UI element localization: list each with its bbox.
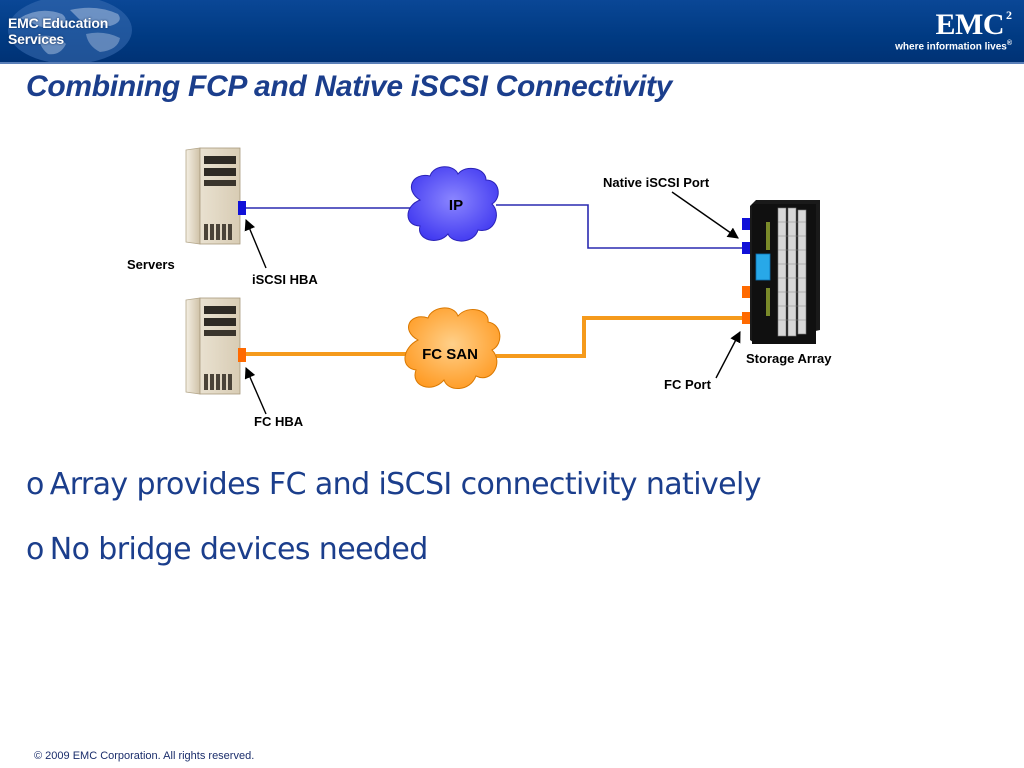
native-iscsi-port-2 (742, 242, 750, 254)
globe-icon (8, 0, 132, 62)
fc-port-label: FC Port (664, 377, 711, 392)
iscsi-link-line-to-array (496, 204, 742, 249)
edu-logo-text: EMC Education Services (8, 15, 109, 47)
native-iscsi-port-arrow (671, 191, 739, 239)
header-divider (0, 62, 1024, 64)
fc-port-arrow (715, 331, 741, 379)
fc-hba-port (238, 348, 246, 362)
fc-san-cloud (404, 307, 501, 389)
iscsi-hba-arrow (244, 218, 267, 269)
emc-logo-wordmark: EMC (935, 8, 1005, 41)
copyright-footer: © 2009 EMC Corporation. All rights reser… (34, 750, 255, 762)
ip-cloud-label: IP (448, 197, 464, 214)
bullet-marker: o (26, 532, 44, 567)
header-banner: EMC Education Services EMC 2 where infor… (0, 0, 1024, 62)
emc-tagline: where information lives® (895, 40, 1012, 52)
servers-label: Servers (127, 257, 175, 272)
fc-port-2 (742, 312, 750, 324)
emc-tagline-mark: ® (1006, 40, 1012, 47)
iscsi-hba-port (238, 201, 246, 215)
native-iscsi-port-label: Native iSCSI Port (603, 175, 710, 190)
server-top (185, 147, 241, 245)
bullet-text: Array provides FC and iSCSI connectivity… (49, 467, 762, 502)
emc-education-services-logo: EMC Education Services (0, 0, 160, 62)
fc-port-1 (742, 286, 750, 298)
bullet-marker: o (26, 467, 44, 502)
server-bottom (185, 297, 241, 395)
fc-hba-label: FC HBA (254, 414, 304, 429)
fc-link-line-to-array (496, 316, 742, 358)
fc-hba-arrow (244, 366, 267, 415)
emc-tagline-text: where information lives (895, 41, 1007, 53)
storage-array (750, 200, 820, 344)
slide-title: Combining FCP and Native iSCSI Connectiv… (26, 70, 673, 103)
emc-logo-superscript: 2 (1006, 8, 1012, 22)
ip-cloud (407, 166, 499, 242)
storage-array-label: Storage Array (746, 351, 832, 366)
emc-brand-logo: EMC 2 where information lives® (892, 6, 1012, 56)
bullet-text: No bridge devices needed (49, 532, 429, 567)
iscsi-hba-label: iSCSI HBA (252, 272, 318, 287)
native-iscsi-port-1 (742, 218, 750, 230)
fc-san-cloud-label: FC SAN (422, 346, 478, 363)
